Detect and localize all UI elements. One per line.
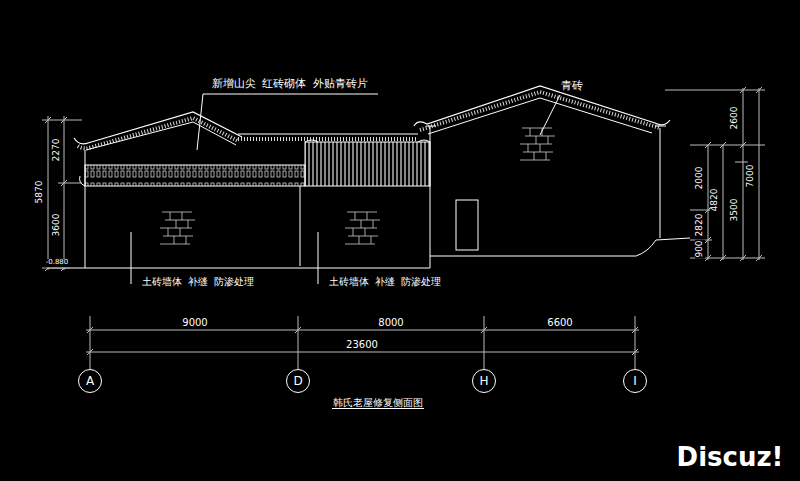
dimension-label: 2000 — [695, 166, 705, 191]
dimension-label: 3600 — [52, 213, 62, 238]
dimension-label: 8000 — [377, 317, 404, 328]
dimension-label: 900 — [695, 239, 705, 258]
dimension-label: 3500 — [730, 198, 740, 223]
axis-letter: H — [479, 374, 488, 388]
level-label: -0.880 — [45, 259, 70, 267]
note-label: 土砖墙体 补缝 防渗处理 — [141, 276, 256, 287]
dimension-label: 2600 — [730, 106, 740, 131]
dimension-label: 4820 — [710, 188, 720, 213]
dimension-label: 9000 — [181, 317, 208, 328]
dimension-label: 2270 — [52, 138, 62, 163]
note-label: 新增山尖 红砖砌体 外贴青砖片 — [211, 78, 370, 90]
drawing-title: 韩氏老屋修复侧面图 — [332, 397, 424, 409]
dimension-label: 7000 — [746, 164, 756, 189]
dimension-label: 2820 — [695, 213, 705, 238]
axis-letter: I — [633, 374, 637, 388]
watermark: Discuz! — [676, 443, 785, 472]
dimension-label: 6600 — [546, 317, 573, 328]
axis-bubble: I — [623, 369, 647, 393]
dimension-label: 5870 — [35, 180, 45, 205]
note-label: 青砖 — [560, 80, 584, 92]
axis-bubble: D — [286, 369, 310, 393]
note-label: 土砖墙体 补缝 防渗处理 — [328, 276, 443, 287]
axis-bubble: H — [472, 369, 496, 393]
axis-letter: D — [293, 374, 302, 388]
axis-letter: A — [86, 374, 94, 388]
dimension-label: 23600 — [345, 339, 379, 350]
axis-bubble: A — [78, 369, 102, 393]
